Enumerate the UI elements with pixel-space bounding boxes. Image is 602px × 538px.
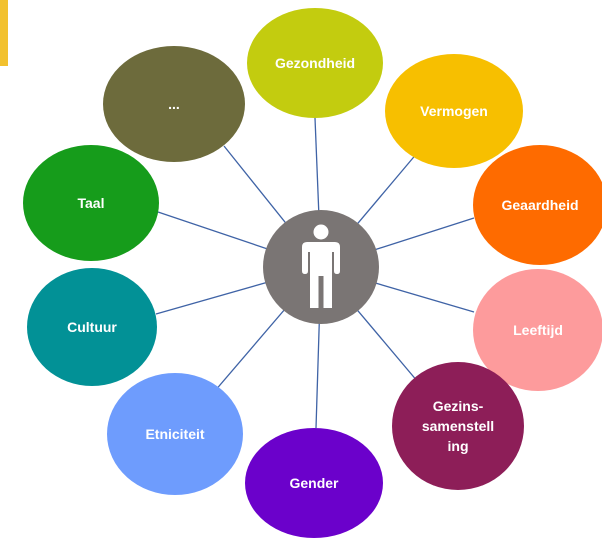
node-taal: Taal bbox=[23, 145, 159, 261]
node-gezinssamenstelling: Gezins- samenstell ing bbox=[392, 362, 524, 490]
node-ellipsis: ... bbox=[103, 46, 245, 162]
node-label: Taal bbox=[77, 194, 105, 211]
node-label-line-3: ing bbox=[447, 438, 469, 455]
accent-bar bbox=[0, 0, 8, 66]
node-label: ... bbox=[168, 95, 180, 112]
person-icon bbox=[302, 224, 340, 308]
node-cultuur: Cultuur bbox=[27, 268, 157, 386]
node-label: Gezondheid bbox=[274, 54, 356, 71]
node-leeftijd: Leeftijd bbox=[473, 269, 602, 391]
node-geaardheid: Geaardheid bbox=[473, 145, 602, 265]
node-gender: Gender bbox=[245, 428, 383, 538]
node-label: Gender bbox=[289, 474, 339, 491]
center-node bbox=[263, 210, 379, 324]
node-label: Cultuur bbox=[67, 318, 117, 335]
node-label: Vermogen bbox=[420, 102, 488, 119]
node-label-line-1: Gezins- bbox=[432, 397, 484, 414]
node-gezondheid: Gezondheid bbox=[247, 8, 383, 118]
node-label: Etniciteit bbox=[145, 425, 205, 442]
node-etniciteit: Etniciteit bbox=[107, 373, 243, 495]
node-label: Geaardheid bbox=[501, 196, 579, 213]
node-label: Gezins- samenstell ing bbox=[414, 396, 502, 457]
node-label: Leeftijd bbox=[513, 321, 563, 338]
node-vermogen: Vermogen bbox=[385, 54, 523, 168]
node-label-line-2: samenstell bbox=[421, 417, 495, 434]
